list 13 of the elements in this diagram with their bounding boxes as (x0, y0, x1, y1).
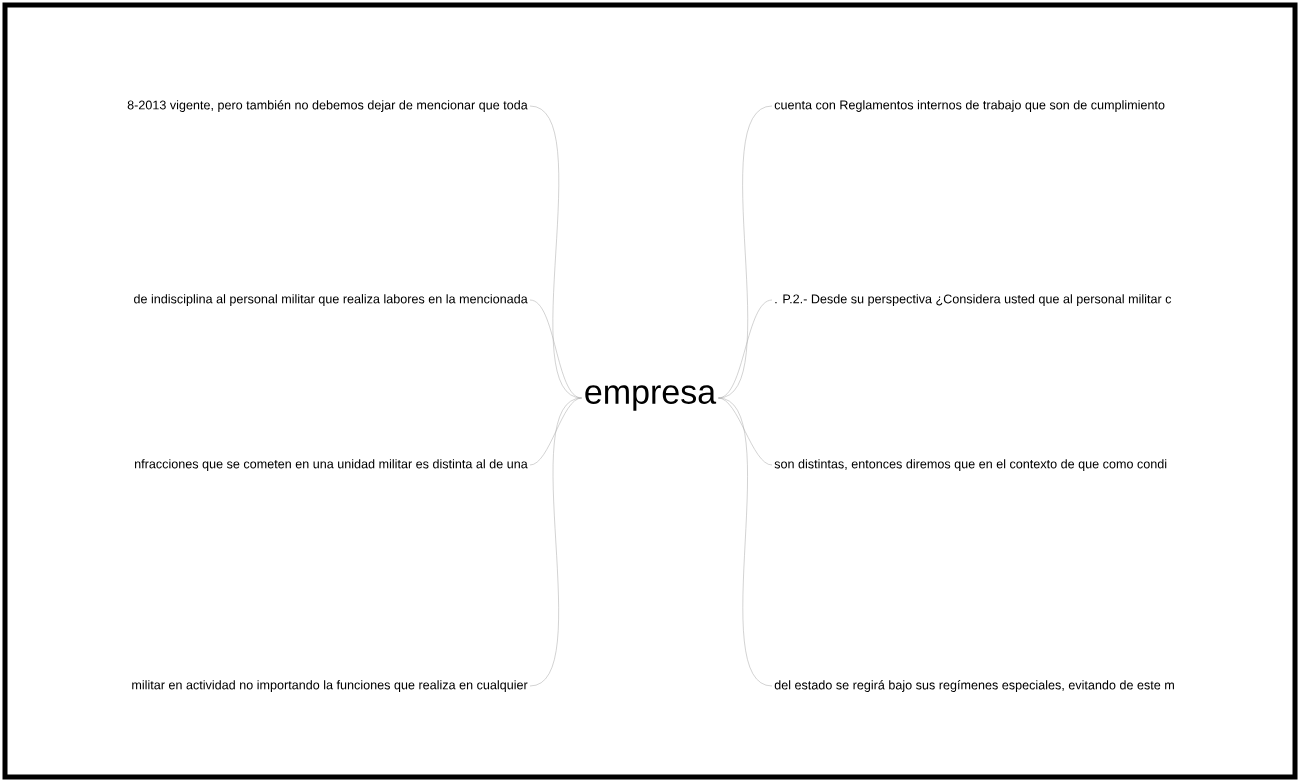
phrase-text: son distintas, entonces diremos que en el contexto de que como condi (774, 459, 1167, 471)
phrase-text: nfracciones que se cometen en una unidad militar es distinta al de una (135, 459, 528, 471)
branch-line (718, 397, 773, 687)
phrase-text: militar en actividad no importando la funciones que realiza en cualquier (132, 680, 528, 692)
phrase-text: . P.2.- Desde su perspectiva ¿Considera usted que al personal militar c (775, 294, 1172, 306)
phrase-text: del estado se regirá bajo sus regímenes especiales, evitando de este m (774, 680, 1174, 692)
branch-line (718, 299, 773, 399)
phrase-text: 8-2013 vigente, pero también no debemos dejar de mencionar que toda (127, 100, 528, 112)
branch-line (529, 397, 582, 687)
keyword-text: empresa (585, 385, 717, 411)
phrase-text: cuenta con Reglamentos internos de trabajo que son de cumplimiento (774, 100, 1165, 112)
branch-line (529, 299, 582, 399)
phrase-text: de indisciplina al personal militar que realiza labores en la mencionada (134, 294, 528, 306)
